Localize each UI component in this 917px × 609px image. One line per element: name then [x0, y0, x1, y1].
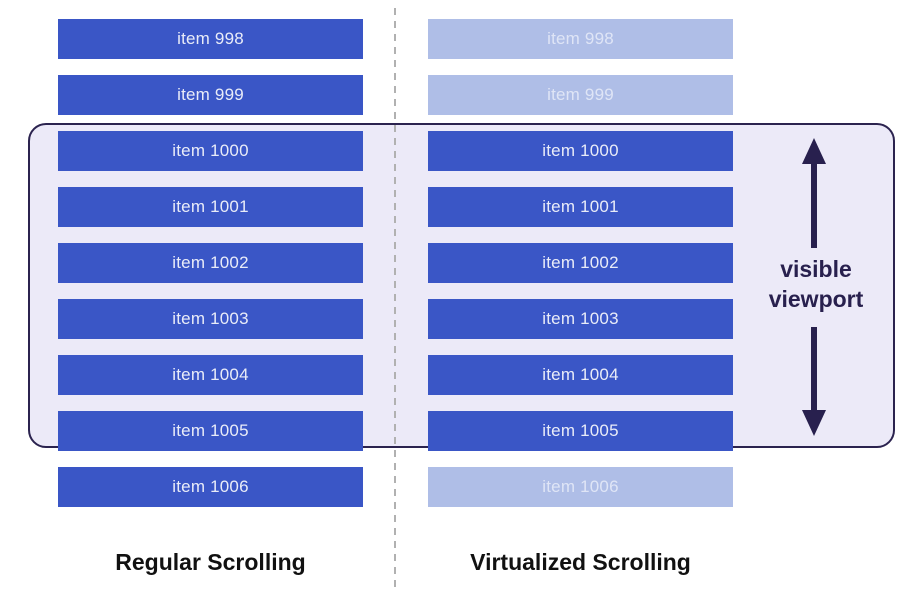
list-item: item 1005 [58, 411, 363, 451]
list-item: item 1003 [428, 299, 733, 339]
list-item: item 1006 [58, 467, 363, 507]
virtualized-scrolling-column: item 998 item 999 item 1000 item 1001 item 1… [428, 19, 733, 507]
list-item: item 1001 [428, 187, 733, 227]
list-item: item 998 [428, 19, 733, 59]
list-item: item 999 [428, 75, 733, 115]
viewport-extent-arrow-icon [802, 138, 826, 436]
list-item: item 1000 [58, 131, 363, 171]
left-column-title: Regular Scrolling [115, 549, 306, 575]
list-item: item 1002 [428, 243, 733, 283]
list-item: item 998 [58, 19, 363, 59]
list-item: item 1001 [58, 187, 363, 227]
list-item: item 1002 [58, 243, 363, 283]
list-item: item 1004 [428, 355, 733, 395]
list-item: item 1005 [428, 411, 733, 451]
regular-scrolling-column: item 998 item 999 item 1000 item 1001 item 1… [58, 19, 363, 507]
list-item: item 1003 [58, 299, 363, 339]
viewport-label: visible viewport [768, 256, 864, 312]
list-item: item 1000 [428, 131, 733, 171]
list-item: item 999 [58, 75, 363, 115]
list-item: item 1006 [428, 467, 733, 507]
list-item: item 1004 [58, 355, 363, 395]
right-column-title: Virtualized Scrolling [470, 549, 691, 575]
column-divider-dashed-line [394, 8, 396, 590]
